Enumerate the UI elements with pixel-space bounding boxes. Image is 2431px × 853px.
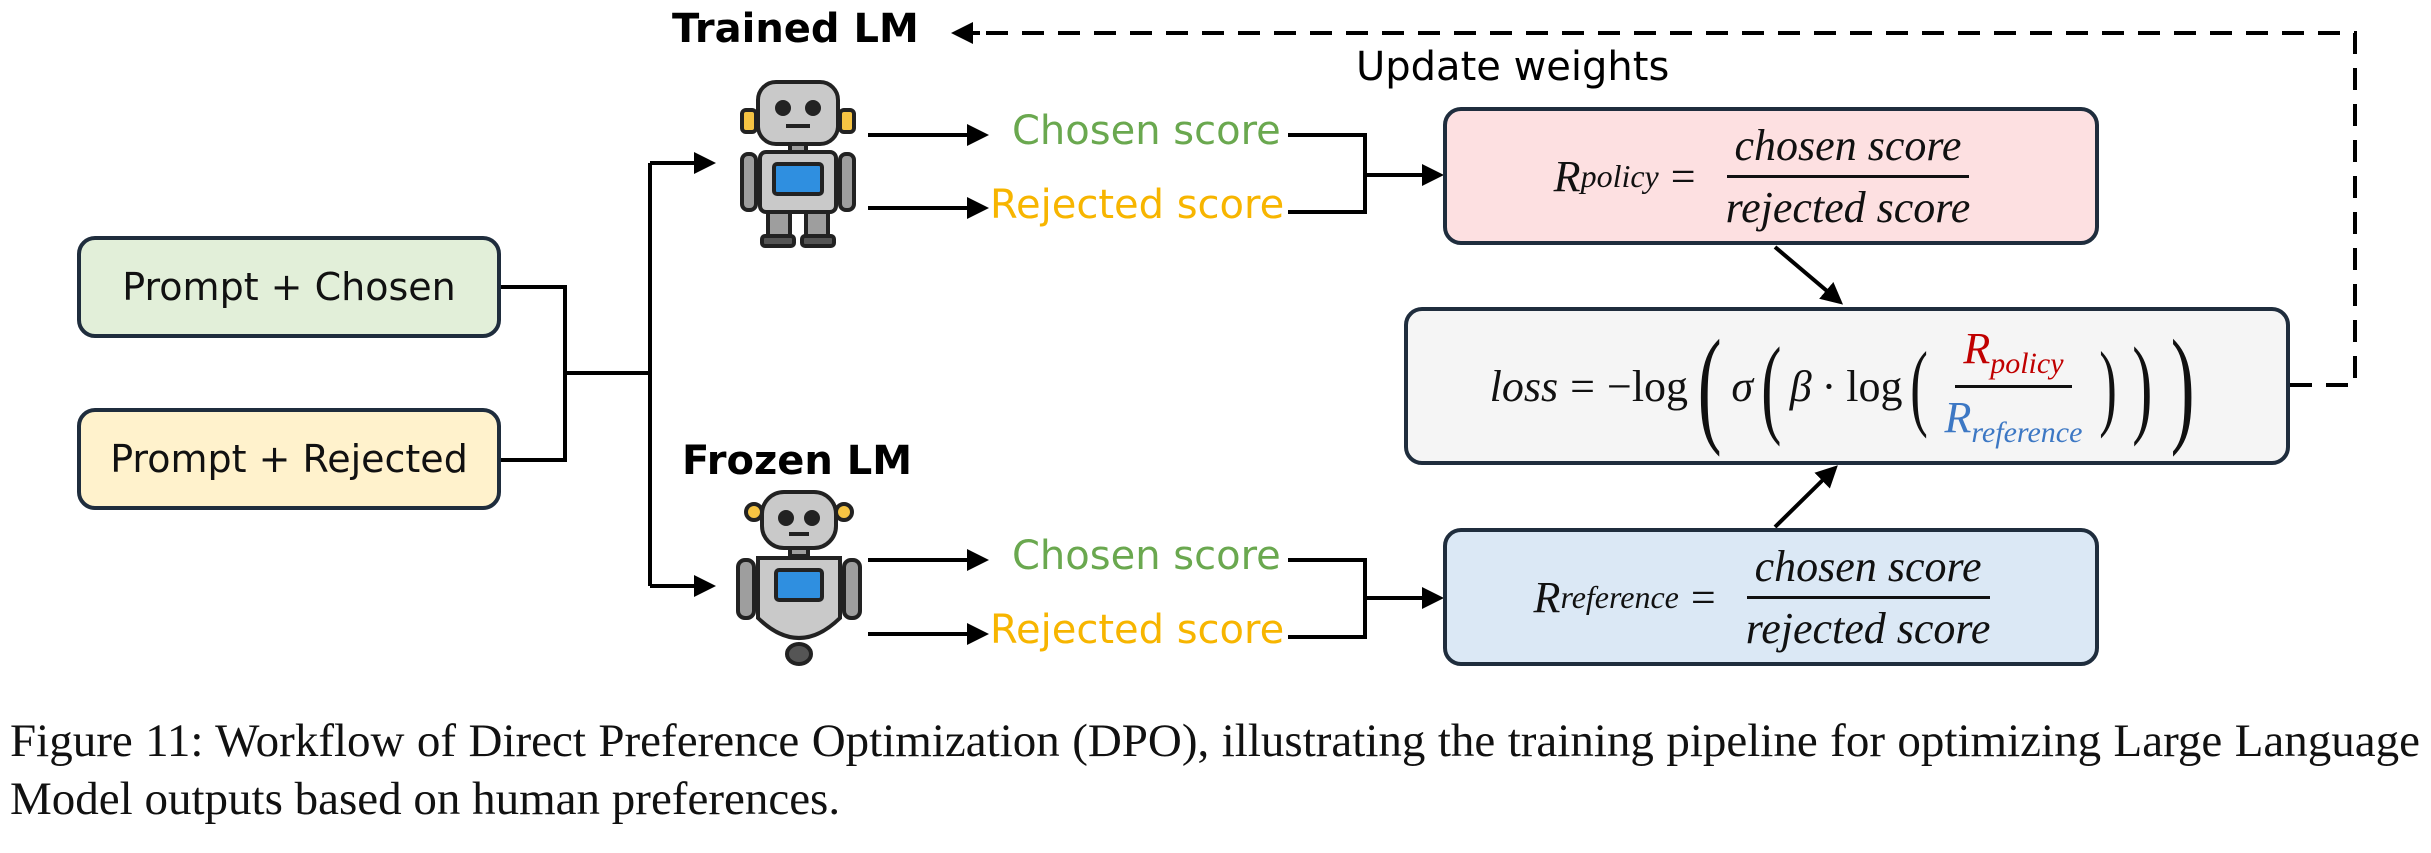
loss-log-outer: log xyxy=(1631,361,1689,411)
frozen-lm-title: Frozen LM xyxy=(682,438,913,484)
reference-denominator: rejected score xyxy=(1745,603,1991,653)
paren-open-3: ( xyxy=(1909,331,1928,439)
paren-close-2: ) xyxy=(2132,325,2153,447)
paren-close-3: ) xyxy=(2099,331,2118,439)
figure-caption: Figure 11: Workflow of Direct Preference… xyxy=(10,715,2420,825)
loss-log-inner: log xyxy=(1846,361,1903,411)
trained-robot-icon xyxy=(740,80,856,248)
frozen-chosen-score: Chosen score xyxy=(1012,533,1281,579)
update-weights-label: Update weights xyxy=(1356,44,1670,90)
policy-symbol: R xyxy=(1553,151,1581,201)
connector-lines xyxy=(500,22,2357,645)
policy-fraction: chosen score rejected score xyxy=(1718,120,1979,233)
input-prompt-chosen: Prompt + Chosen xyxy=(77,236,501,338)
loss-beta: β xyxy=(1789,361,1812,411)
loss-equals: = xyxy=(1570,361,1595,411)
loss-ratio-num-sub: policy xyxy=(1990,346,2064,380)
paren-open-1: ( xyxy=(1697,314,1722,458)
trained-lm-title: Trained LM xyxy=(672,6,919,52)
reference-symbol: R xyxy=(1533,572,1561,622)
loss-ratio-den-sub: reference xyxy=(1971,415,2083,449)
paren-close-1: ) xyxy=(2170,314,2195,458)
loss-minus: − xyxy=(1606,361,1632,411)
reference-numerator: chosen score xyxy=(1746,541,1990,599)
loss-dot: · xyxy=(1821,361,1837,411)
loss-sigma: σ xyxy=(1731,361,1754,411)
loss-formula-box: loss = −log ( σ ( β · log ( Rpolicy Rref… xyxy=(1404,307,2290,465)
frozen-rejected-score: Rejected score xyxy=(990,607,1285,653)
reference-equals: = xyxy=(1690,572,1716,622)
input-rejected-label: Prompt + Rejected xyxy=(110,437,468,481)
loss-lhs: loss xyxy=(1489,361,1559,411)
loss-ratio-num-symbol: R xyxy=(1963,323,1991,373)
paren-open-2: ( xyxy=(1761,325,1782,447)
frozen-robot-icon xyxy=(736,490,862,666)
loss-ratio-fraction: Rpolicy Rreference xyxy=(1936,323,2090,450)
policy-equals: = xyxy=(1670,151,1696,201)
policy-subscript: policy xyxy=(1580,157,1659,194)
trained-chosen-score: Chosen score xyxy=(1012,108,1281,154)
input-chosen-label: Prompt + Chosen xyxy=(122,265,456,309)
loss-ratio-den-symbol: R xyxy=(1944,392,1972,442)
trained-rejected-score: Rejected score xyxy=(990,182,1285,228)
input-merge-line xyxy=(500,285,567,462)
reference-fraction: chosen score rejected score xyxy=(1738,541,1999,654)
policy-numerator: chosen score xyxy=(1726,120,1970,178)
reference-subscript: reference xyxy=(1560,578,1679,615)
input-prompt-rejected: Prompt + Rejected xyxy=(77,408,501,510)
policy-denominator: rejected score xyxy=(1725,182,1971,232)
